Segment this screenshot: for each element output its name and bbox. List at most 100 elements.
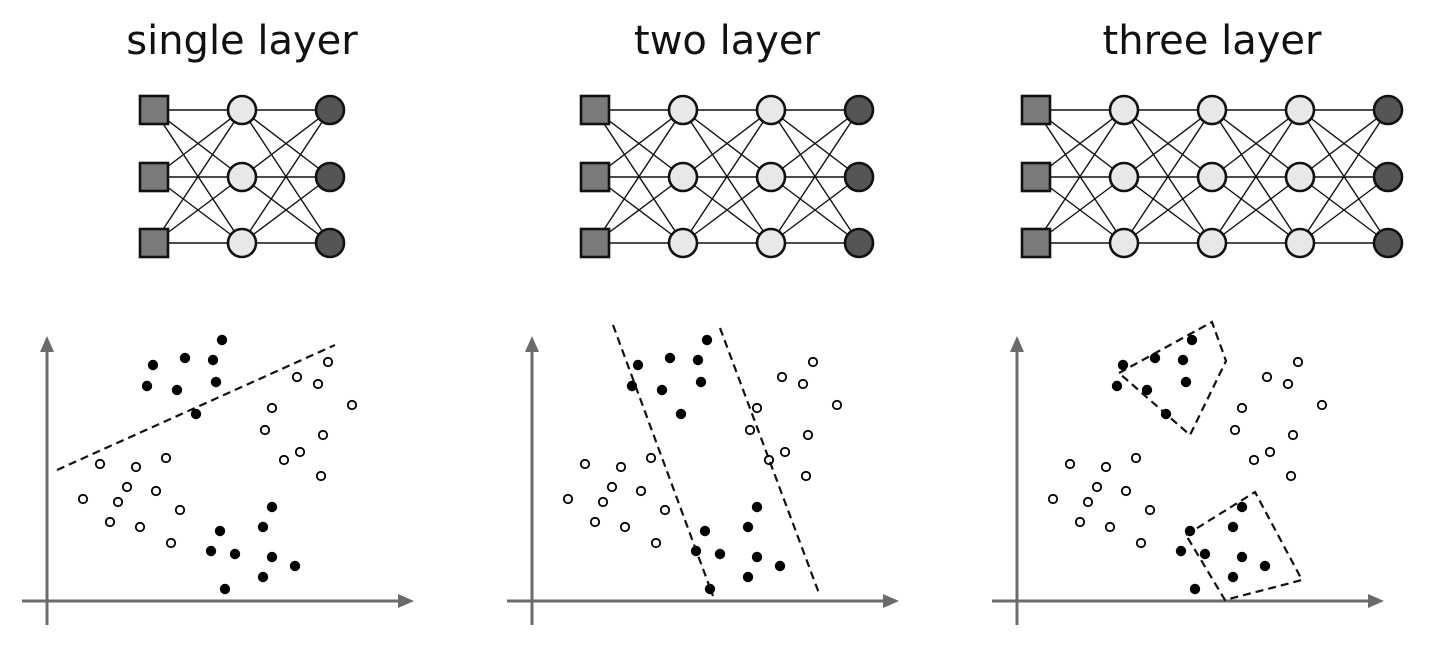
panel-title: single layer — [126, 18, 358, 64]
output-node — [843, 94, 875, 126]
class-a-point — [1177, 354, 1189, 366]
class-a-point — [1199, 548, 1211, 560]
class-b-point — [802, 429, 814, 441]
network-edge — [241, 176, 331, 244]
class-b-point — [94, 458, 106, 470]
class-a-point — [257, 571, 269, 583]
class-a-point — [1180, 376, 1192, 388]
class-b-point — [1236, 402, 1248, 414]
class-b-point — [797, 378, 809, 390]
network-edge — [241, 109, 331, 178]
hidden-node — [1196, 94, 1228, 126]
input-node — [1020, 94, 1052, 126]
class-b-point — [266, 402, 278, 414]
class-b-point — [1264, 446, 1276, 458]
class-b-point — [562, 493, 574, 505]
class-b-point — [650, 537, 662, 549]
class-b-point — [659, 504, 671, 516]
input-node — [1020, 161, 1052, 193]
class-b-point — [589, 516, 601, 528]
class-b-point — [130, 461, 142, 473]
class-b-point — [1074, 516, 1086, 528]
class-a-point — [1227, 571, 1239, 583]
class-a-point — [266, 501, 278, 513]
network-edge — [770, 176, 860, 244]
class-a-point — [664, 352, 676, 364]
scatter-points — [77, 334, 358, 595]
network-edge — [1123, 109, 1213, 178]
class-b-point — [104, 516, 116, 528]
hidden-node — [226, 94, 258, 126]
class-a-point — [1189, 583, 1201, 595]
hidden-node — [667, 161, 699, 193]
panel-title: two layer — [634, 18, 820, 64]
class-a-point — [701, 334, 713, 346]
hidden-node — [226, 227, 258, 259]
panel-graphic — [507, 94, 899, 625]
panel-graphic — [992, 94, 1404, 625]
class-b-point — [800, 470, 812, 482]
class-a-point — [205, 545, 217, 557]
class-a-point — [266, 551, 278, 563]
class-a-point — [1117, 359, 1129, 371]
x-axis-arrow — [398, 594, 414, 608]
network-edge — [1123, 176, 1213, 244]
class-a-point — [774, 560, 786, 572]
network-edge — [770, 109, 860, 178]
input-node — [1020, 227, 1052, 259]
class-a-point — [714, 548, 726, 560]
input-node — [138, 227, 170, 259]
boundary-line — [56, 343, 336, 472]
scatter-points — [1047, 334, 1328, 595]
class-b-point — [597, 496, 609, 508]
x-axis-arrow — [1368, 594, 1384, 608]
class-a-point — [210, 376, 222, 388]
network-edge — [1299, 176, 1389, 244]
plot-axes — [22, 336, 414, 625]
x-axis-arrow — [883, 594, 899, 608]
class-b-point — [1144, 504, 1156, 516]
class-b-point — [1292, 356, 1304, 368]
panel-three-layer: three layer — [970, 0, 1454, 645]
class-a-point — [190, 408, 202, 420]
class-b-point — [121, 481, 133, 493]
class-b-point — [322, 356, 334, 368]
class-a-point — [656, 384, 668, 396]
network-edge — [1035, 109, 1125, 244]
hidden-node — [1108, 227, 1140, 259]
class-b-point — [606, 481, 618, 493]
class-a-point — [1236, 551, 1248, 563]
boundary-region — [1184, 490, 1304, 602]
class-b-point — [1082, 496, 1094, 508]
class-b-point — [1316, 399, 1328, 411]
hidden-node — [667, 94, 699, 126]
class-b-point — [744, 424, 756, 436]
hidden-node — [755, 161, 787, 193]
class-a-point — [675, 408, 687, 420]
class-a-point — [695, 376, 707, 388]
hidden-node — [226, 161, 258, 193]
class-b-point — [1248, 454, 1260, 466]
class-b-point — [278, 454, 290, 466]
class-a-point — [1141, 384, 1153, 396]
decision-boundary — [611, 324, 822, 597]
hidden-node — [667, 227, 699, 259]
scatter-points — [562, 334, 843, 595]
output-node — [843, 227, 875, 259]
input-node — [579, 94, 611, 126]
class-a-point — [626, 380, 638, 392]
class-a-point — [751, 551, 763, 563]
class-a-point — [742, 571, 754, 583]
class-b-point — [112, 496, 124, 508]
class-b-point — [579, 458, 591, 470]
panel-graphic — [22, 94, 414, 625]
panel-single-layer: single layer — [0, 0, 484, 645]
panel-title: three layer — [1102, 18, 1322, 64]
class-b-point — [150, 485, 162, 497]
network-edge — [594, 109, 684, 244]
class-b-point — [134, 521, 146, 533]
class-b-point — [1261, 371, 1273, 383]
boundary-line — [718, 327, 822, 597]
input-node — [579, 227, 611, 259]
class-a-point — [1111, 380, 1123, 392]
